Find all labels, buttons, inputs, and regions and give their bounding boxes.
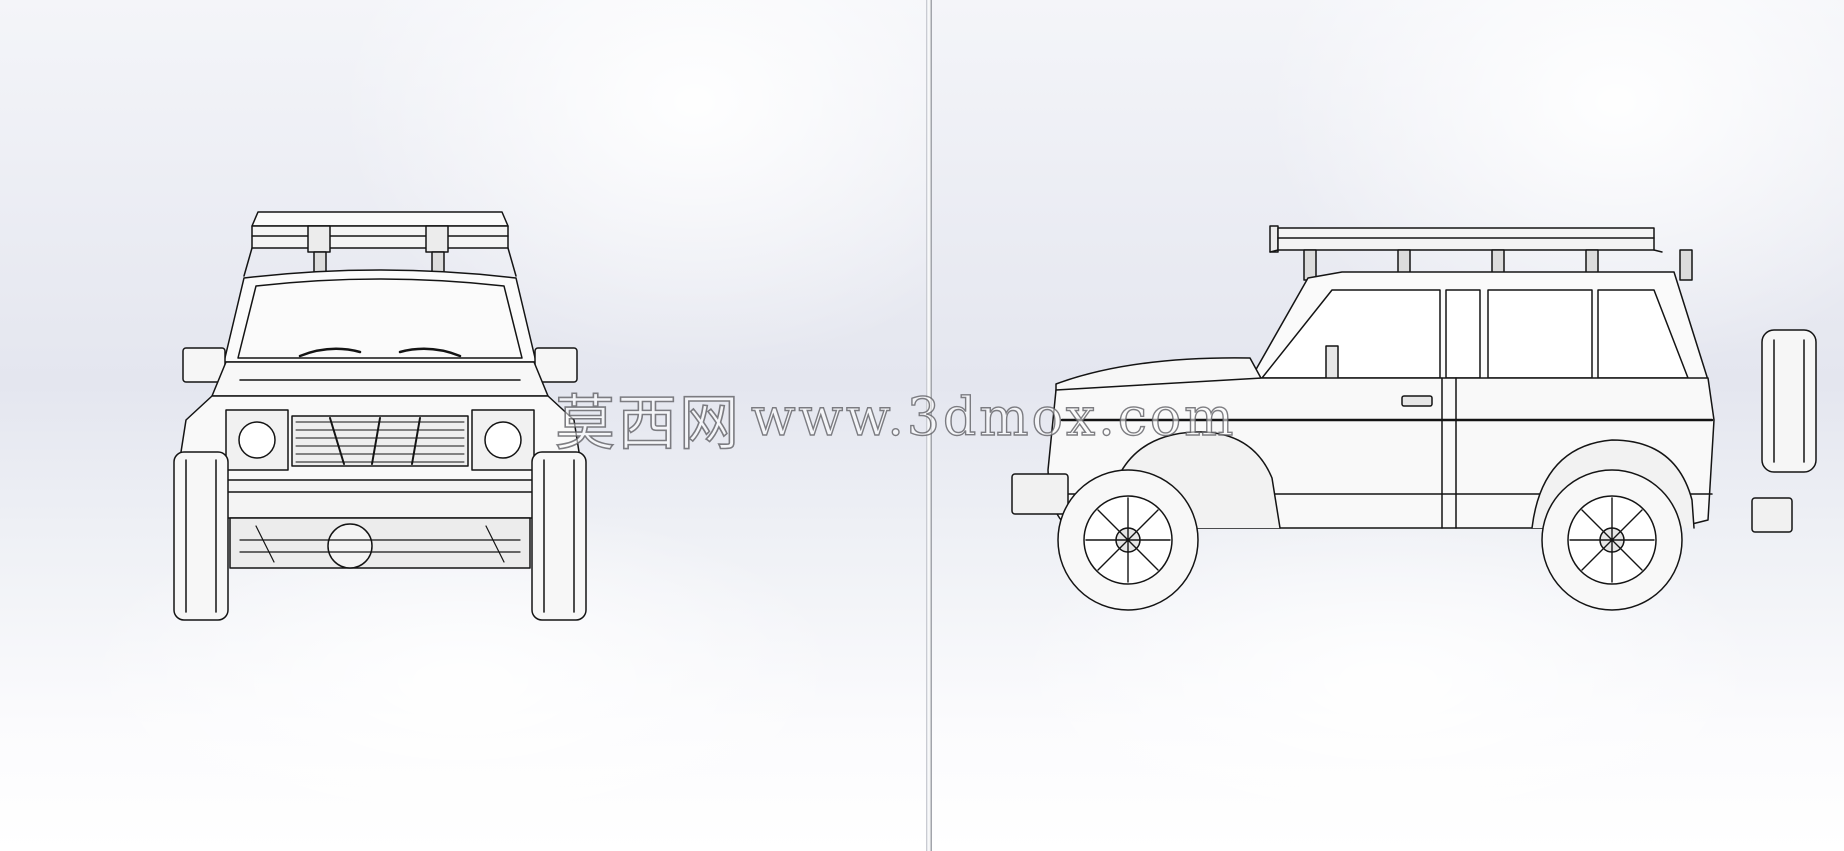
front-bumper-side [1012, 474, 1068, 514]
windshield-front [224, 270, 536, 362]
grille-and-headlights [226, 410, 534, 470]
hood-front [212, 362, 548, 396]
cabin-side [1250, 272, 1708, 380]
rear-bumper-side [1752, 498, 1792, 532]
roof-rack-front [244, 212, 516, 276]
front-view-viewport[interactable] [0, 0, 926, 851]
front-bumper [196, 480, 564, 518]
vehicle-side-view-drawing [932, 0, 1844, 851]
rear-wheel [1542, 470, 1682, 610]
front-axle [230, 518, 530, 568]
front-wheel [1058, 470, 1198, 610]
front-tires [174, 452, 586, 620]
viewport-splitter[interactable] [926, 0, 932, 851]
side-view-viewport[interactable] [932, 0, 1844, 851]
vehicle-front-view-drawing [0, 0, 926, 851]
spare-tire [1762, 330, 1816, 472]
